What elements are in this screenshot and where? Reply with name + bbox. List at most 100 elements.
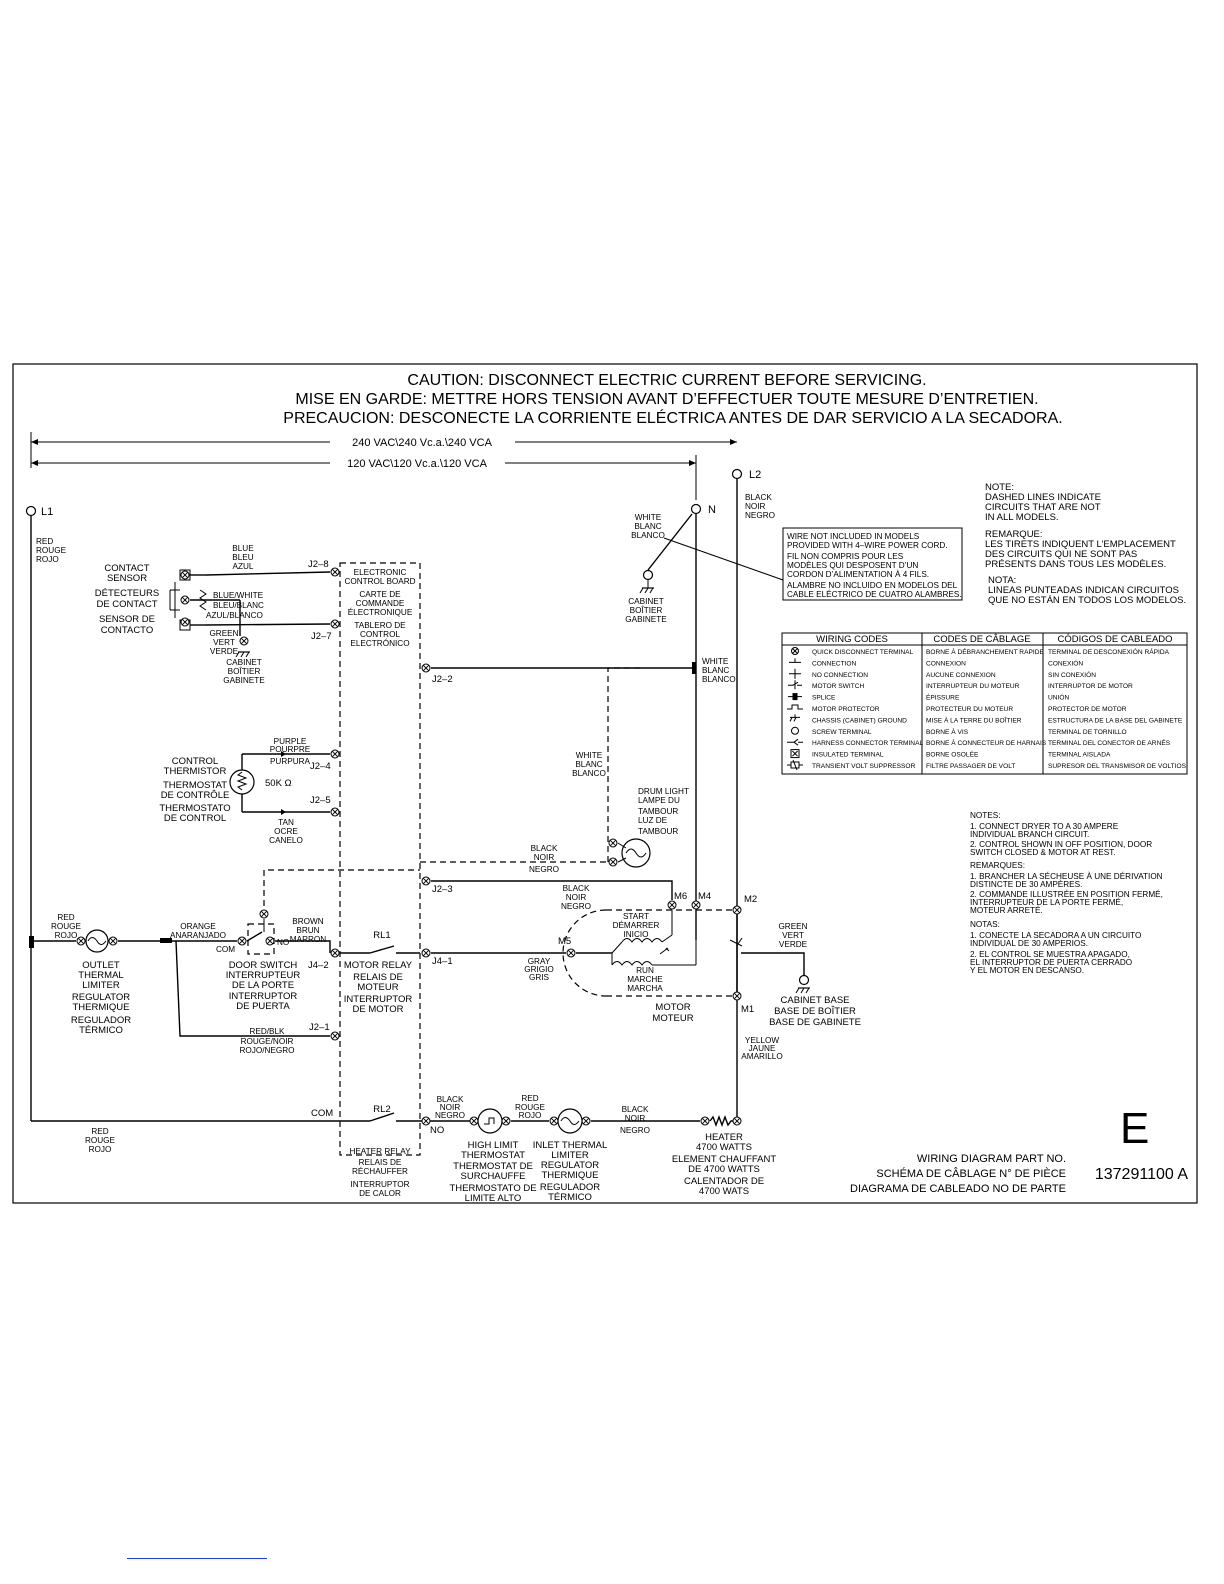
j41-terminal: [421, 948, 431, 958]
wiring-code-es: CONEXIÓN: [1048, 658, 1083, 667]
wiring-code-fr: ÉPISSURE: [926, 693, 960, 702]
svg-text:MOTEUR ARRETÉ.: MOTEUR ARRETÉ.: [970, 905, 1043, 915]
j28-terminal: [330, 567, 340, 577]
purple-label-1: PURPLE: [274, 737, 307, 746]
svg-text:CIRCUITS THAT ARE NOT: CIRCUITS THAT ARE NOT: [985, 502, 1101, 513]
green-sensor-label-2: VERT: [213, 638, 235, 647]
part-number: 137291100 A: [1095, 1166, 1188, 1183]
svg-text:DE CONTROL: DE CONTROL: [164, 813, 226, 824]
wiring-code-fr: BORNE OSOLÉE: [926, 750, 979, 759]
wiring-code-es: ESTRUCTURA DE LA BASE DEL GABINETE: [1048, 717, 1183, 724]
n-cabinet-wire: [647, 513, 693, 571]
svg-text:FIL NON COMPRIS POUR LES: FIL NON COMPRIS POUR LES: [787, 552, 904, 561]
svg-text:1. BRANCHER LA SÉCHEUSE À UNE: 1. BRANCHER LA SÉCHEUSE À UNE DÉRIVATION: [970, 871, 1163, 881]
orange-label-2: ANARANJADO: [170, 931, 226, 940]
green-motor-label-3: VERDE: [779, 940, 808, 949]
cabinet-sensor-label-2: BOÎTIER: [228, 666, 261, 676]
svg-text:ÉLECTRONIQUE: ÉLECTRONIQUE: [348, 607, 413, 617]
svg-text:INDIVIDUAL BRANCH CIRCUIT.: INDIVIDUAL BRANCH CIRCUIT.: [970, 830, 1089, 839]
svg-text:INTERRUPTEUR DE LA PORTE FERMÉ: INTERRUPTEUR DE LA PORTE FERMÉ,: [970, 897, 1123, 907]
motor-ground-screw: [798, 974, 810, 986]
svg-text:HIGH LIMIT: HIGH LIMIT: [468, 1140, 519, 1151]
cabinet-n-label-2: BOÎTIER: [630, 605, 663, 615]
heater-label: HEATER 4700 WATTS ELEMENT CHAUFFANT DE 4…: [672, 1132, 777, 1197]
wiring-code-en: MOTOR SWITCH: [812, 683, 864, 690]
svg-text:IN ALL MODELS.: IN ALL MODELS.: [985, 512, 1059, 523]
wiring-code-fr: BORNE À DÉBRANCHEMENT RAPIDE: [926, 647, 1044, 656]
screw-terminal-icon: [791, 726, 799, 735]
svg-text:CONTROL: CONTROL: [172, 756, 218, 767]
svg-text:ALAMBRE NO INCLUIDO EN MODELOS: ALAMBRE NO INCLUIDO EN MODELOS DEL: [787, 581, 958, 590]
wiring-code-en: QUICK DISCONNECT TERMINAL: [812, 649, 914, 656]
outlet-thermal-limiter-icon: [85, 929, 109, 953]
m1-terminal: [732, 991, 742, 1001]
svg-text:REGULADOR: REGULADOR: [540, 1182, 600, 1193]
svg-text:NOTES:: NOTES:: [970, 811, 1000, 820]
red-blk-wire: [175, 940, 330, 1037]
heater-in-terminal: [700, 1116, 710, 1126]
yellow-label-3: AMARILLO: [741, 1052, 782, 1061]
l2-label: L2: [749, 469, 761, 481]
cabinet-base-label: CABINET BASE BASE DE BOÎTIER BASE DE GAB…: [769, 995, 861, 1028]
j21-label: J2–1: [309, 1022, 330, 1033]
red-bottom-label-2: ROUGE: [85, 1136, 116, 1145]
svg-text:LAMPE DU: LAMPE DU: [638, 796, 680, 805]
start-winding-label: START DÉMARRER INICIO: [613, 912, 660, 939]
wiring-code-fr: PROTECTEUR DU MOTEUR: [926, 706, 1013, 713]
no-connection-icon: [789, 668, 801, 679]
svg-text:ELECTRONIC: ELECTRONIC: [354, 568, 407, 577]
heater-relay-rl2: [340, 1112, 420, 1122]
j22-label: J2–2: [432, 674, 453, 685]
door-switch-no-label: NO: [277, 938, 289, 947]
voltage-dimension-120: 120 VAC\120 Vc.a.\120 VCA: [31, 455, 697, 500]
connection-icon: [789, 658, 801, 663]
svg-text:Y EL MOTOR EN DESCANSO.: Y EL MOTOR EN DESCANSO.: [970, 966, 1084, 975]
cabinet-n-screw: [642, 569, 654, 581]
control-thermistor-label: CONTROL THERMISTOR THERMOSTAT DE CONTRÔL…: [159, 756, 230, 824]
j24-label: J2–4: [310, 761, 331, 772]
contact-sensor: [169, 569, 331, 636]
wiring-code-en: NO CONNECTION: [812, 672, 868, 679]
svg-text:SWITCH CLOSED & MOTOR AT REST.: SWITCH CLOSED & MOTOR AT REST.: [970, 848, 1116, 857]
high-limit-in-terminal: [469, 1116, 479, 1126]
footer-link-underline: [127, 1558, 267, 1559]
wiring-codes-header-es: CÓDIGOS DE CABLEADO: [1057, 634, 1172, 645]
svg-text:HEATER RELAY: HEATER RELAY: [349, 1147, 411, 1156]
wiring-code-en: INSULATED TERMINAL: [812, 752, 884, 759]
wiring-code-es: TERMINAL AISLADA: [1048, 752, 1111, 759]
green-motor-label-1: GREEN: [778, 922, 807, 931]
svg-text:MARCHE: MARCHE: [627, 975, 663, 984]
n-terminal: [690, 503, 702, 515]
svg-text:CONTROL: CONTROL: [360, 630, 400, 639]
wiring-code-en: TRANSIENT VOLT SUPPRESSOR: [812, 763, 916, 770]
black-drum-label-3: NEGRO: [529, 865, 559, 874]
svg-text:CORDON D’ALIMENTATION À 4 FILS: CORDON D’ALIMENTATION À 4 FILS.: [787, 569, 929, 579]
svg-text:BASE DE GABINETE: BASE DE GABINETE: [769, 1017, 861, 1028]
svg-text:REGULATOR: REGULATOR: [72, 992, 130, 1003]
svg-text:CABLE ELÉCTRICO DE CUATRO ALAM: CABLE ELÉCTRICO DE CUATRO ALAMBRES.: [787, 589, 962, 599]
j42-label: J4–2: [308, 960, 329, 971]
motor-label-2: MOTEUR: [652, 1013, 693, 1024]
red-l1-label-3: ROJO: [36, 555, 59, 564]
svg-text:NOTAS:: NOTAS:: [970, 920, 1000, 929]
black-heater-label-1: BLACK: [622, 1105, 649, 1114]
insulated-terminal-icon: [790, 749, 800, 759]
red-blk-label-1: RED/BLK: [249, 1027, 285, 1036]
wire-note-leader: [663, 537, 784, 581]
cabinet-n-ground-icon: [639, 587, 655, 594]
drum-light-label: DRUM LIGHT LAMPE DU TAMBOUR LUZ DE TAMBO…: [638, 787, 689, 836]
svg-text:DE LA PORTE: DE LA PORTE: [232, 980, 294, 991]
j21-terminal: [330, 1031, 340, 1041]
j25-terminal: [330, 807, 340, 817]
brown-label-1: BROWN: [292, 917, 323, 926]
j23-label: J2–3: [432, 884, 453, 895]
svg-text:PROVIDED WITH 4–WIRE POWER COR: PROVIDED WITH 4–WIRE POWER CORD.: [787, 541, 948, 550]
wiring-code-en: CHASSIS (CABINET) GROUND: [812, 717, 907, 724]
purple-label-2: POURPRE: [270, 745, 311, 754]
j27-terminal: [330, 619, 340, 629]
wiring-code-fr: BORNE À CONNECTEUR DE HARNAIS: [926, 738, 1047, 747]
svg-text:NOTE:: NOTE:: [985, 482, 1014, 493]
svg-text:INTERRUPTOR: INTERRUPTOR: [351, 1180, 410, 1189]
wiring-codes-header-fr: CODES DE CÂBLAGE: [933, 634, 1030, 645]
white-j22-label-3: BLANCO: [702, 675, 736, 684]
